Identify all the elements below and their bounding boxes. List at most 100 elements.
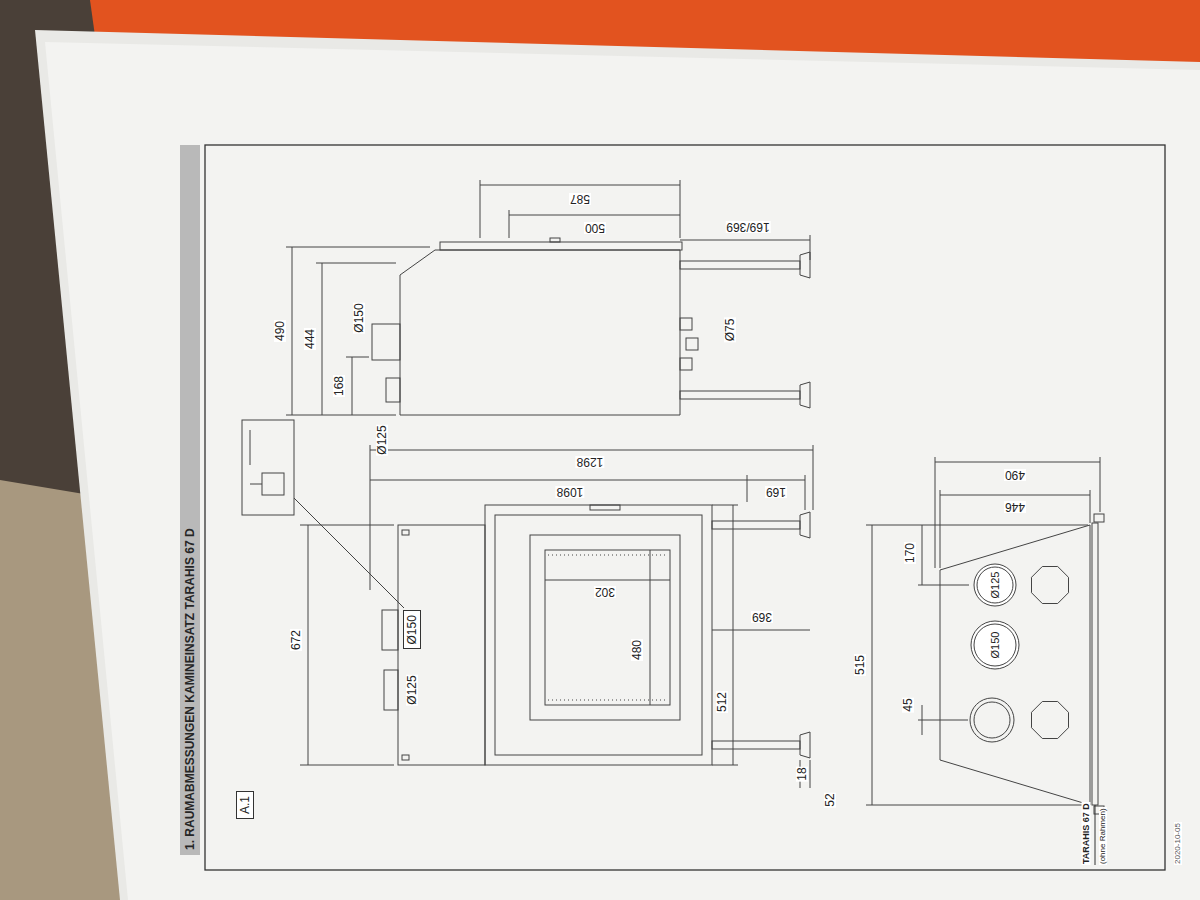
model-underline — [1095, 805, 1096, 865]
drawing-date: 2020-10-05 — [1174, 822, 1182, 865]
outlet-diameter: Ø75 — [724, 318, 736, 343]
dimension-line — [680, 240, 810, 241]
extension-line — [712, 505, 738, 506]
extension-line — [346, 357, 369, 358]
dimension: 52 — [824, 792, 836, 807]
octagon-plate — [1032, 567, 1069, 604]
extension-line — [918, 585, 969, 586]
dimension-line — [712, 630, 810, 631]
detail-text-line — [250, 430, 251, 465]
dimension-line — [370, 480, 805, 481]
dimension: 500 — [584, 222, 606, 234]
dimension-line — [940, 495, 1090, 496]
circle-ring — [977, 567, 1013, 603]
dimension: 1098 — [556, 486, 585, 498]
extension-line — [480, 180, 481, 238]
extension-line — [286, 247, 430, 248]
extension-line — [680, 180, 681, 238]
dimension: 490 — [274, 320, 286, 342]
dimension-line — [352, 357, 353, 415]
door-frame — [495, 515, 702, 755]
dimension: 302 — [594, 586, 616, 598]
dimension-line — [650, 550, 651, 705]
outlet-stub — [382, 610, 398, 650]
dimension-line — [935, 462, 1100, 463]
glass-dots — [548, 555, 667, 556]
extension-line — [286, 415, 396, 416]
dimension-line — [370, 450, 813, 451]
detail-figure — [250, 484, 262, 485]
drawing-sheet: 1. RAUMABMESSUNGEN KAMINEINSATZ TARAHIS … — [150, 120, 1190, 880]
extension-line — [810, 760, 811, 788]
dimension-line — [322, 263, 323, 415]
dimension: 444 — [304, 328, 316, 350]
plan-outline — [940, 525, 1090, 805]
front-plate — [1092, 523, 1098, 805]
dimension: 512 — [716, 691, 728, 713]
leg — [680, 391, 800, 399]
corner-mark — [402, 530, 409, 535]
foot — [800, 252, 810, 278]
node-label: Ø125 — [990, 572, 1001, 599]
node-label: A.1 — [238, 796, 252, 814]
dimension-line — [545, 580, 670, 581]
detail-inset — [242, 420, 294, 515]
node-label: Ø150 — [405, 615, 419, 644]
dimension-line — [292, 247, 293, 415]
extension-line — [712, 765, 738, 766]
dimension: 168 — [333, 375, 345, 397]
glass-inner — [545, 550, 670, 705]
foot — [800, 512, 810, 538]
leg — [680, 261, 800, 269]
dimension: 170 — [904, 542, 916, 564]
extension-line — [747, 475, 748, 502]
extension-line — [509, 210, 510, 238]
detail-figure — [262, 473, 284, 495]
extension-line — [940, 490, 941, 568]
front-top-section — [398, 525, 485, 765]
sheet-number-box: A.1 — [236, 791, 254, 819]
dimension-line — [509, 215, 680, 216]
outlet-diameter: Ø150 — [353, 302, 365, 333]
door-handle — [590, 505, 620, 510]
dimension: 169 — [765, 486, 787, 498]
dimension: 369 — [751, 611, 773, 623]
dimension-line — [922, 525, 923, 585]
extension-line — [866, 525, 1088, 526]
model-note: (ohne Rahmen) — [1099, 807, 1107, 865]
leg — [712, 741, 800, 749]
corner-mark — [402, 755, 409, 760]
extension-line — [300, 765, 394, 766]
dimension-line — [308, 525, 309, 765]
dimension: 18 — [796, 766, 808, 781]
octagon-plate — [1032, 702, 1069, 739]
extension-line — [1090, 490, 1091, 523]
outlet-diameter: Ø125 — [376, 424, 388, 455]
air-inlet-stub — [680, 358, 692, 370]
extension-line — [813, 445, 814, 510]
dimension: 446 — [1004, 501, 1026, 513]
dimension: 490 — [1004, 469, 1026, 481]
model-name: TARAHIS 67 D — [1082, 802, 1091, 865]
extension-line — [316, 263, 396, 264]
outlet-label-box: Ø150 — [403, 610, 421, 649]
dimension-line — [872, 525, 873, 805]
dimension: 515 — [854, 654, 866, 676]
extension-line — [805, 475, 806, 510]
dimension: 169/369 — [725, 221, 770, 233]
outlet-stub — [386, 378, 400, 402]
circle-ring — [971, 621, 1019, 669]
extension-line — [1100, 457, 1101, 512]
paper-under — [35, 30, 1200, 900]
dimension: 672 — [290, 629, 302, 651]
outlet-circle — [974, 702, 1010, 738]
dimension: 1298 — [576, 456, 605, 468]
glass-dots — [548, 700, 667, 701]
outlet-circle: Ø125 — [973, 563, 1017, 607]
title-band — [180, 145, 200, 855]
outlet-stub — [384, 670, 398, 710]
door-knob — [550, 238, 560, 242]
side-body — [400, 250, 680, 415]
sheet-title: 1. RAUMABMESSUNGEN KAMINEINSATZ TARAHIS … — [184, 528, 196, 850]
